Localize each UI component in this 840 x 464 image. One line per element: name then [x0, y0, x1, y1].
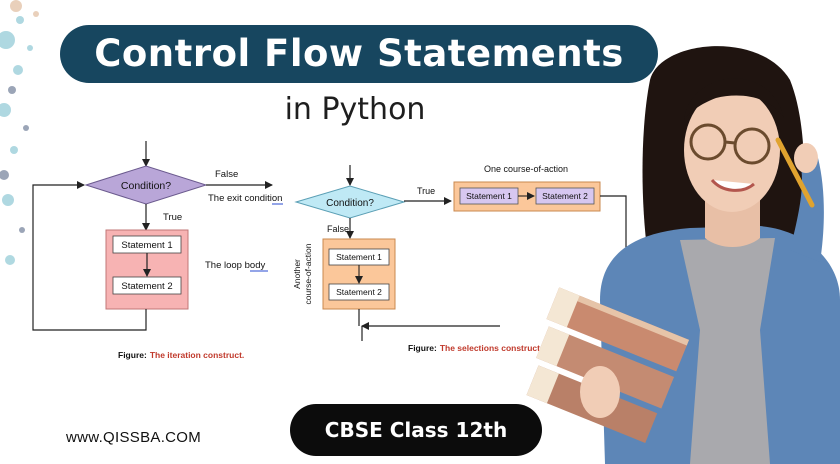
- smile: [710, 178, 755, 192]
- grey-shirt: [680, 238, 775, 464]
- raised-arm: [790, 158, 824, 262]
- loop-body-label: The loop body: [205, 260, 265, 271]
- svg-text:Another: Another: [292, 259, 302, 289]
- selection-condition-text: Condition?: [326, 198, 374, 209]
- loop-back-arrow: [32, 181, 147, 331]
- selection-top-statement-1-text: Statement 1: [466, 191, 512, 201]
- iteration-statement-1-text: Statement 1: [121, 240, 172, 251]
- books-icon: [526, 287, 690, 443]
- selection-condition-diamond: [294, 185, 406, 219]
- glasses-icon: [689, 123, 771, 165]
- page-title: Control Flow Statements: [60, 25, 658, 83]
- svg-text:course-of-action: course-of-action: [303, 243, 313, 304]
- hair-fringe: [684, 78, 784, 120]
- exit-condition-label: The exit condition: [208, 193, 282, 204]
- selection-true-label: True: [417, 186, 435, 196]
- iteration-true-label: True: [163, 212, 182, 223]
- class-badge: CBSE Class 12th: [290, 404, 542, 456]
- website-url[interactable]: www.QISSBA.COM: [66, 429, 202, 446]
- iteration-statement-2-box: [112, 276, 182, 295]
- selection-top-statement-2-text: Statement 2: [542, 191, 588, 201]
- hand: [794, 143, 818, 173]
- iteration-statement-2-text: Statement 2: [121, 281, 172, 292]
- one-course-label: One course-of-action: [484, 164, 568, 174]
- selection-figure-caption: Figure:The selections construct.: [408, 343, 542, 353]
- face: [684, 88, 780, 212]
- another-course-label: Another course-of-action: [292, 243, 313, 304]
- page-subtitle: in Python: [284, 92, 426, 127]
- iteration-false-label: False: [215, 169, 238, 180]
- selection-false-label: False: [327, 224, 349, 234]
- selection-bottom-statement-2-box: [328, 283, 390, 301]
- iteration-figure-caption: Figure:The iteration construct.: [118, 350, 244, 360]
- iteration-condition-text: Condition?: [121, 180, 171, 192]
- pencil-icon: [775, 137, 815, 208]
- selection-top-statement-2-box: [535, 187, 595, 205]
- student-figure: [600, 46, 840, 464]
- selection-flowchart: Condition? True One course-of-action Sta…: [292, 164, 627, 353]
- selection-bottom-statement-1-text: Statement 1: [336, 252, 382, 262]
- iteration-flowchart: Condition? False The exit condition True…: [32, 141, 283, 360]
- selection-bottom-statement-2-text: Statement 2: [336, 287, 382, 297]
